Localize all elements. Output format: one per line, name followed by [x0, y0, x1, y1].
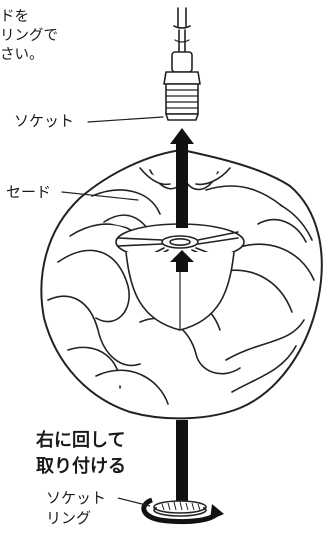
- instruction-line: 右に回して: [36, 428, 126, 454]
- intro-line: さい。: [0, 46, 58, 65]
- power-cord: [174, 8, 190, 52]
- instruction-line: 取り付ける: [36, 454, 126, 480]
- intro-line: リングで: [0, 27, 58, 46]
- intro-text: ドを リングで さい。: [0, 8, 58, 65]
- intro-line: ドを: [0, 8, 58, 27]
- socket-ring-label-line: リング: [46, 508, 106, 528]
- socket-label: ソケット: [14, 112, 74, 131]
- socket-ring-label-line: ソケット: [46, 488, 106, 508]
- shade-label: セード: [6, 183, 51, 202]
- socket-ring-label: ソケット リング: [46, 488, 106, 528]
- socket-ring: [154, 501, 206, 516]
- socket: [164, 52, 200, 120]
- instruction-text: 右に回して 取り付ける: [36, 428, 126, 480]
- socket-leader-line: [88, 117, 163, 122]
